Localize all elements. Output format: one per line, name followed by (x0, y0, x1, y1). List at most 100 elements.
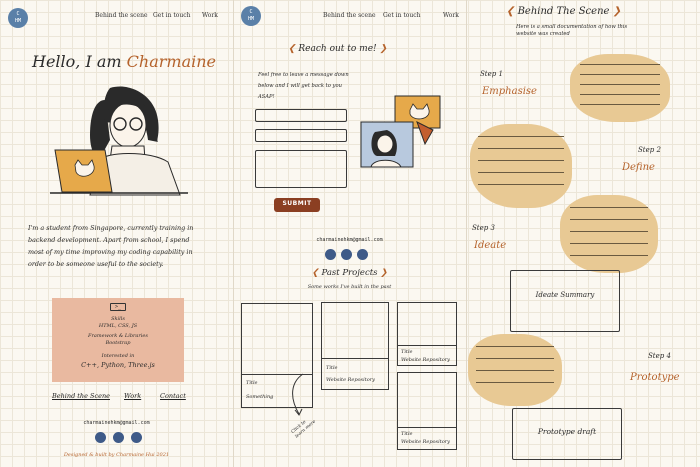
contact-text: Feel free to leave a message down below … (258, 72, 349, 100)
step-1-label: Step 1 (480, 70, 503, 78)
nav-get-in-touch[interactable]: Get in touch (153, 12, 191, 19)
skills-title: Skills (111, 316, 125, 322)
note-line (476, 358, 554, 359)
note-line (476, 346, 554, 347)
past-projects-title: ❮ Past Projects ❯ (311, 268, 388, 278)
step-4-label: Step 4 (648, 352, 671, 360)
past-projects-subtitle: Some works I've built in the past (307, 284, 392, 290)
social-icon-2[interactable] (341, 249, 352, 260)
step-4-name: Prototype (630, 372, 680, 383)
frameworks-value: Bootstrap (105, 340, 131, 346)
panel-divider (466, 0, 467, 467)
social-icon-1[interactable] (95, 432, 106, 443)
card-title: Title (326, 365, 338, 371)
behind-the-scene-panel: ❮ Behind The Scene ❯ Here is a small doc… (466, 0, 700, 467)
note-line (570, 255, 648, 256)
prototype-draft-text: Prototype draft (537, 427, 597, 436)
project-card[interactable]: Title Something (241, 303, 313, 408)
social-icon-1[interactable] (325, 249, 336, 260)
card-subtitle: Website Repository (401, 357, 450, 363)
home-panel: C HM Behind the scene Get in touch Work … (0, 0, 233, 467)
note-line (580, 84, 660, 85)
card-title: Title (246, 380, 258, 386)
note-line (580, 74, 660, 75)
card-divider (398, 427, 456, 428)
step-3-name: Ideate (474, 240, 507, 251)
note-line (476, 382, 554, 383)
nav-behind-the-scene[interactable]: Behind the scene (323, 12, 376, 19)
logo[interactable]: C HM (8, 8, 28, 28)
step-1-name: Emphasise (482, 86, 537, 97)
step-2-label: Step 2 (638, 146, 661, 154)
footer-link-contact[interactable]: Contact (160, 392, 186, 400)
ideate-summary-text: Ideate Summary (535, 291, 595, 299)
step-2-name: Define (622, 162, 655, 173)
nav-work[interactable]: Work (443, 12, 459, 19)
note-line (570, 231, 648, 232)
note-line (478, 148, 564, 149)
note-line (478, 160, 564, 161)
message-textarea[interactable] (255, 150, 347, 188)
frameworks-label: Framework & Libraries (88, 333, 148, 339)
contact-illustration (360, 95, 441, 168)
chevron-left-icon: ❮ (506, 6, 518, 17)
hero-heading: Hello, I am Charmaine (32, 52, 216, 71)
social-icon-3[interactable] (131, 432, 142, 443)
note-line (570, 243, 648, 244)
social-icon-3[interactable] (357, 249, 368, 260)
email-input[interactable] (255, 129, 347, 142)
behind-title: ❮ Behind The Scene ❯ (506, 6, 621, 17)
note-line (478, 136, 564, 137)
contact-title: ❮ Reach out to me! ❯ (288, 44, 388, 54)
name-input[interactable] (255, 109, 347, 122)
hero-greeting: Hello, I am (32, 52, 122, 71)
logo[interactable]: C HM (241, 6, 261, 26)
project-card[interactable]: Title Website Repository (397, 302, 457, 366)
note-line (570, 207, 648, 208)
note-line (580, 64, 660, 65)
footer-link-behind[interactable]: Behind the Scene (52, 392, 110, 400)
chevron-right-icon: ❯ (609, 6, 621, 17)
hero-name: Charmaine (126, 52, 217, 71)
code-icon: >_ (110, 303, 126, 311)
nav-behind-the-scene[interactable]: Behind the scene (95, 12, 148, 19)
arrow-icon (292, 373, 304, 416)
interested-label: Interested in (101, 353, 135, 359)
behind-subtitle: Here is a small documentation of how thi… (516, 24, 628, 37)
note-line (476, 370, 554, 371)
card-divider (398, 345, 456, 346)
project-card[interactable]: Title Website Repository (321, 302, 389, 390)
skills-box: >_ Skills HTML, CSS, JS Framework & Libr… (52, 298, 184, 382)
nav-get-in-touch[interactable]: Get in touch (383, 12, 421, 19)
sticky-note (560, 195, 658, 273)
project-card[interactable]: Title Website Repository (397, 372, 457, 450)
contact-panel: C HM Behind the scene Get in touch Work … (233, 0, 466, 467)
card-title: Title (401, 349, 413, 355)
sticky-note (468, 334, 562, 406)
submit-button[interactable]: SUBMIT (274, 198, 320, 212)
footer-email[interactable]: charmainehkm@gmail.com (83, 420, 150, 426)
chevron-left-icon: ❮ (311, 268, 322, 278)
nav-work[interactable]: Work (202, 12, 218, 19)
note-line (478, 184, 564, 185)
prototype-draft-box: Prototype draft (512, 408, 622, 460)
copyright: Designed & built by Charmaine Hui 2021 (63, 452, 170, 458)
social-icon-2[interactable] (113, 432, 124, 443)
footer-link-work[interactable]: Work (124, 392, 142, 400)
note-line (580, 94, 660, 95)
step-3-label: Step 3 (472, 224, 495, 232)
card-subtitle: Something (246, 394, 274, 400)
hero-illustration (50, 86, 188, 196)
contact-email[interactable]: charmainehkm@gmail.com (316, 237, 383, 243)
chevron-right-icon: ❯ (377, 268, 388, 278)
hero-bio: I'm a student from Singapore, currently … (28, 224, 194, 268)
card-subtitle: Website Repository (401, 439, 450, 445)
card-divider (322, 358, 388, 359)
card-title: Title (401, 431, 413, 437)
sticky-note (470, 124, 572, 208)
note-line (580, 104, 660, 105)
interested-value: C++, Python, Three.js (81, 361, 155, 369)
skills-list: HTML, CSS, JS (98, 323, 138, 329)
card-subtitle: Website Repository (326, 377, 375, 383)
chevron-right-icon: ❯ (376, 44, 388, 54)
